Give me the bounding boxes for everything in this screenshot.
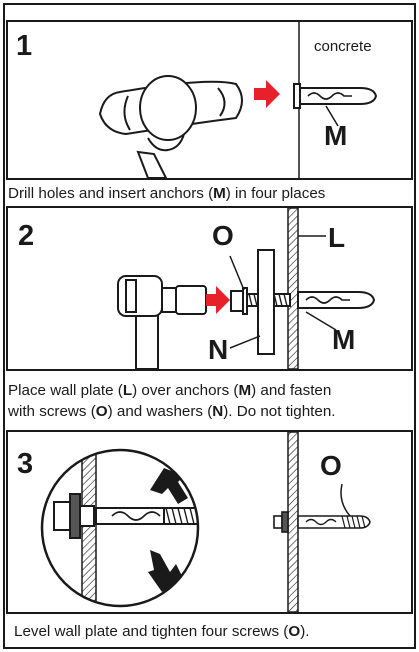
leader-o xyxy=(340,483,351,517)
wall-section xyxy=(287,208,299,369)
magnified-detail xyxy=(53,450,198,606)
leader-m xyxy=(305,311,337,331)
screw-o-drawing xyxy=(273,511,371,533)
callout-n: N xyxy=(208,334,229,365)
wall-section xyxy=(287,432,299,612)
hammer-icon xyxy=(98,75,243,178)
concrete-label: concrete xyxy=(314,38,372,55)
step-1-panel: 1 concrete M xyxy=(6,20,413,180)
leader-m xyxy=(325,105,339,127)
step-3-number: 3 xyxy=(17,448,34,480)
anchor-m-drawing xyxy=(293,83,378,109)
step-1-caption: Drill holes and insert anchors (M) in fo… xyxy=(8,185,326,202)
instruction-sheet xyxy=(3,3,416,649)
leader-o xyxy=(229,255,245,291)
step-2-caption: Place wall plate (L) over anchors (M) an… xyxy=(8,382,336,420)
step-2-number: 2 xyxy=(18,220,35,252)
callout-o: O xyxy=(320,450,342,481)
direction-arrow-icon xyxy=(254,80,280,108)
wall-plate-n xyxy=(257,249,275,355)
magnifier-circle xyxy=(40,448,200,608)
step-1-number: 1 xyxy=(16,30,33,62)
ratchet-wrench-icon xyxy=(117,275,207,369)
leader-n xyxy=(229,335,261,349)
callout-m: M xyxy=(324,120,348,151)
step-2-panel: 2 O L N M xyxy=(6,206,413,371)
step-3-panel: 3 O xyxy=(6,430,413,614)
step-3-caption: Level wall plate and tighten four screws… xyxy=(14,623,310,640)
callout-o: O xyxy=(212,220,234,251)
direction-arrow-icon xyxy=(206,286,230,314)
anchor-m-drawing xyxy=(297,291,376,309)
arrow-up-icon xyxy=(150,468,188,504)
step-2-illustration xyxy=(117,208,376,369)
step-1-illustration xyxy=(98,22,378,178)
callout-l: L xyxy=(328,222,346,253)
arrow-down-icon xyxy=(148,550,184,592)
callout-m: M xyxy=(332,324,356,355)
step-3-illustration xyxy=(40,432,371,612)
